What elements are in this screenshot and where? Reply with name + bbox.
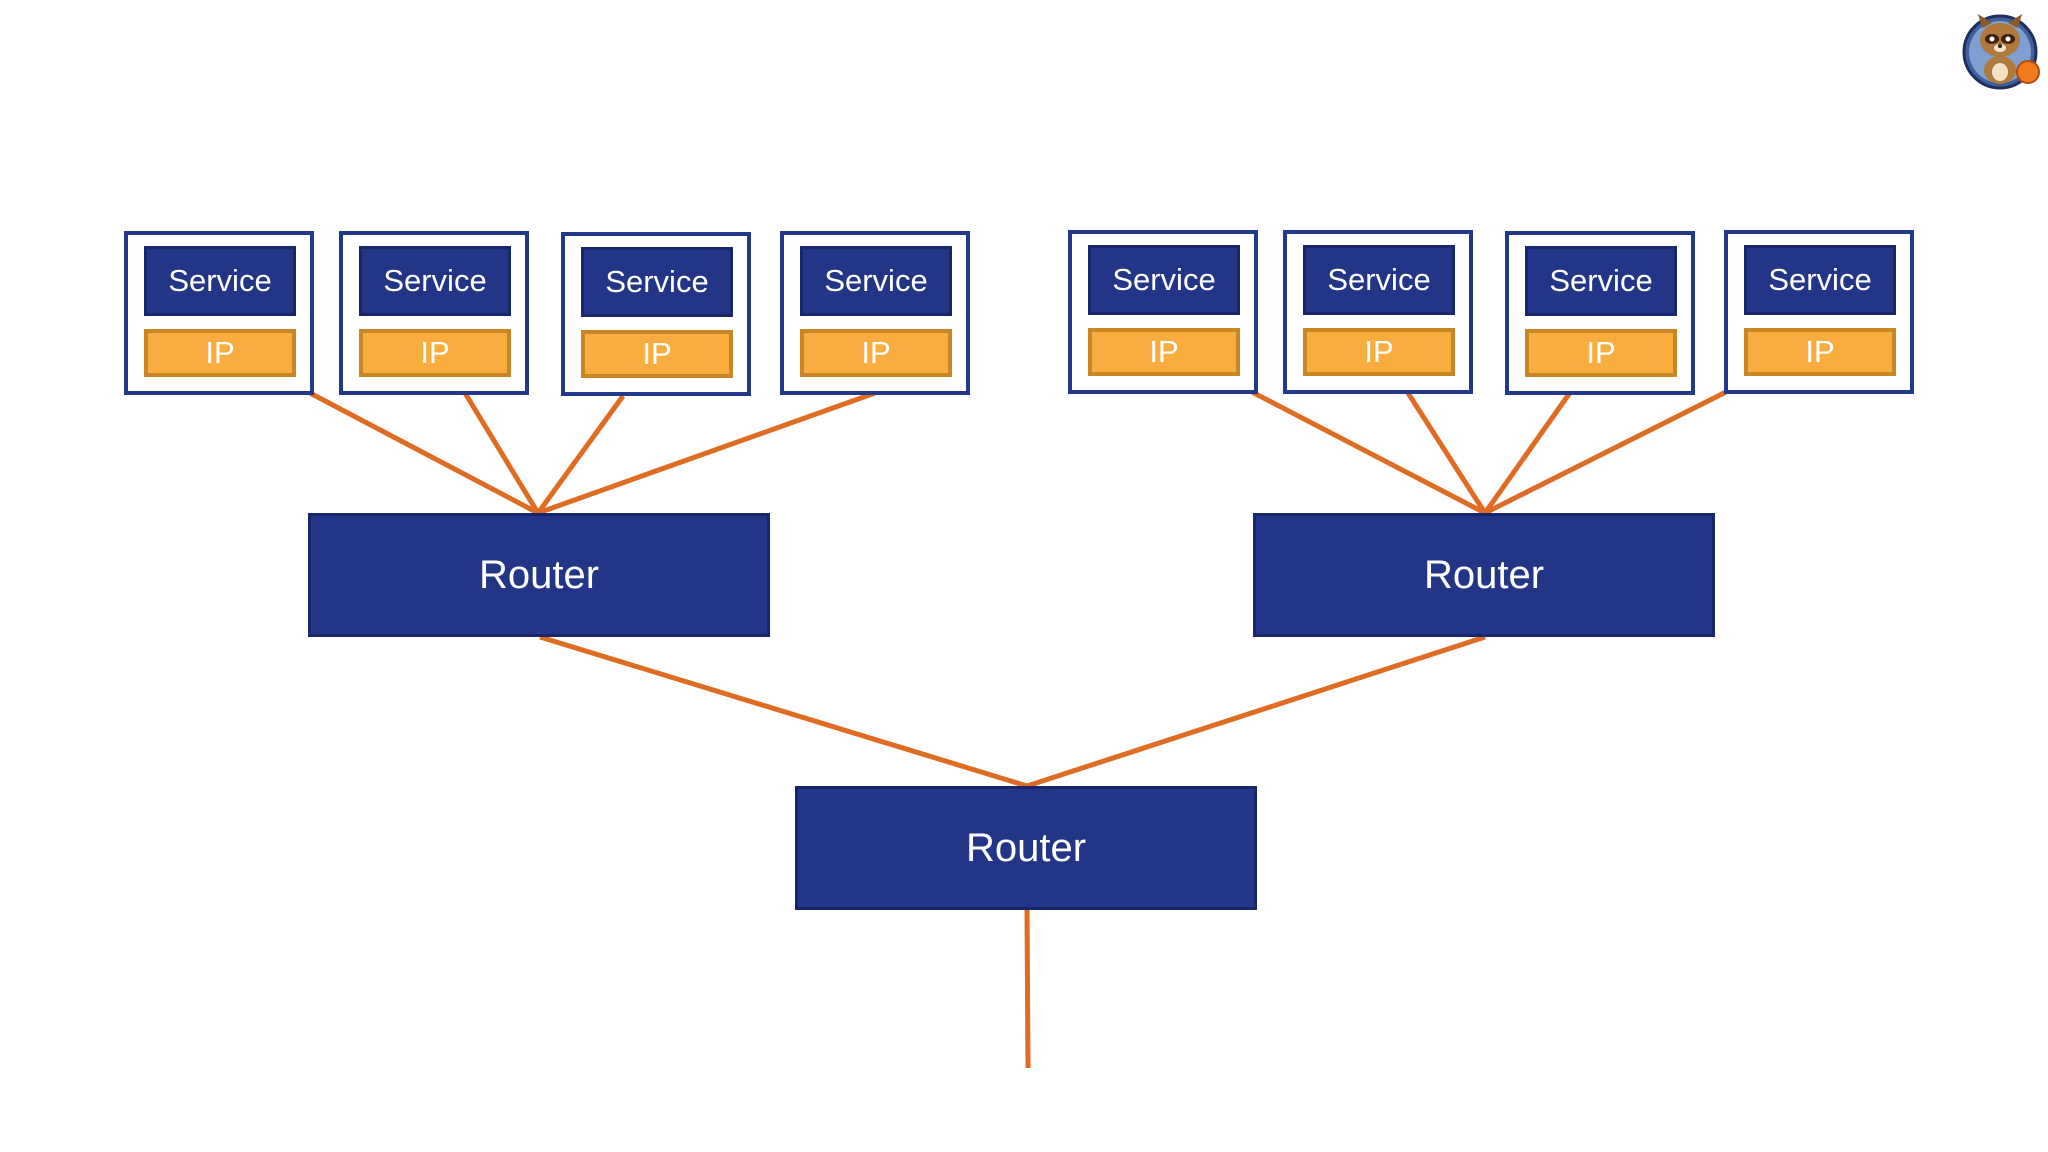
link-left-host-2 [462,391,541,515]
service-box: Service [1088,245,1240,315]
service-box: Service [359,246,511,316]
link-left-host-4 [537,390,876,516]
link-right-router-to-root [1026,634,1486,789]
left-host-2: Service IP [339,231,529,395]
service-box: Service [144,246,296,316]
left-router: Router [308,513,770,637]
ip-box: IP [144,329,296,377]
link-right-host-2 [1405,391,1488,515]
service-box: Service [581,247,733,317]
link-right-host-3 [1482,392,1572,515]
service-box: Service [1744,245,1896,315]
right-host-3: Service IP [1505,231,1695,395]
link-right-host-4 [1483,389,1728,516]
right-host-4: Service IP [1724,230,1914,394]
right-host-2: Service IP [1283,230,1473,394]
right-router: Router [1253,513,1715,637]
ip-box: IP [1744,328,1896,376]
service-box: Service [800,246,952,316]
service-box: Service [1525,246,1677,316]
ip-box: IP [359,329,511,377]
raccoon-mascot-icon [1962,14,2040,90]
link-root-uplink [1024,908,1031,1069]
ip-box: IP [800,329,952,377]
ip-box: IP [1303,328,1455,376]
left-host-4: Service IP [780,231,970,395]
ip-box: IP [1525,329,1677,377]
ip-box: IP [1088,328,1240,376]
left-host-3: Service IP [561,232,751,396]
root-router: Router [795,786,1257,910]
ip-box: IP [581,330,733,378]
left-host-1: Service IP [124,231,314,395]
link-left-router-to-root [539,634,1028,789]
service-box: Service [1303,245,1455,315]
link-right-host-1 [1250,389,1487,516]
link-left-host-1 [308,390,540,516]
right-host-1: Service IP [1068,230,1258,394]
link-left-host-3 [535,394,626,515]
